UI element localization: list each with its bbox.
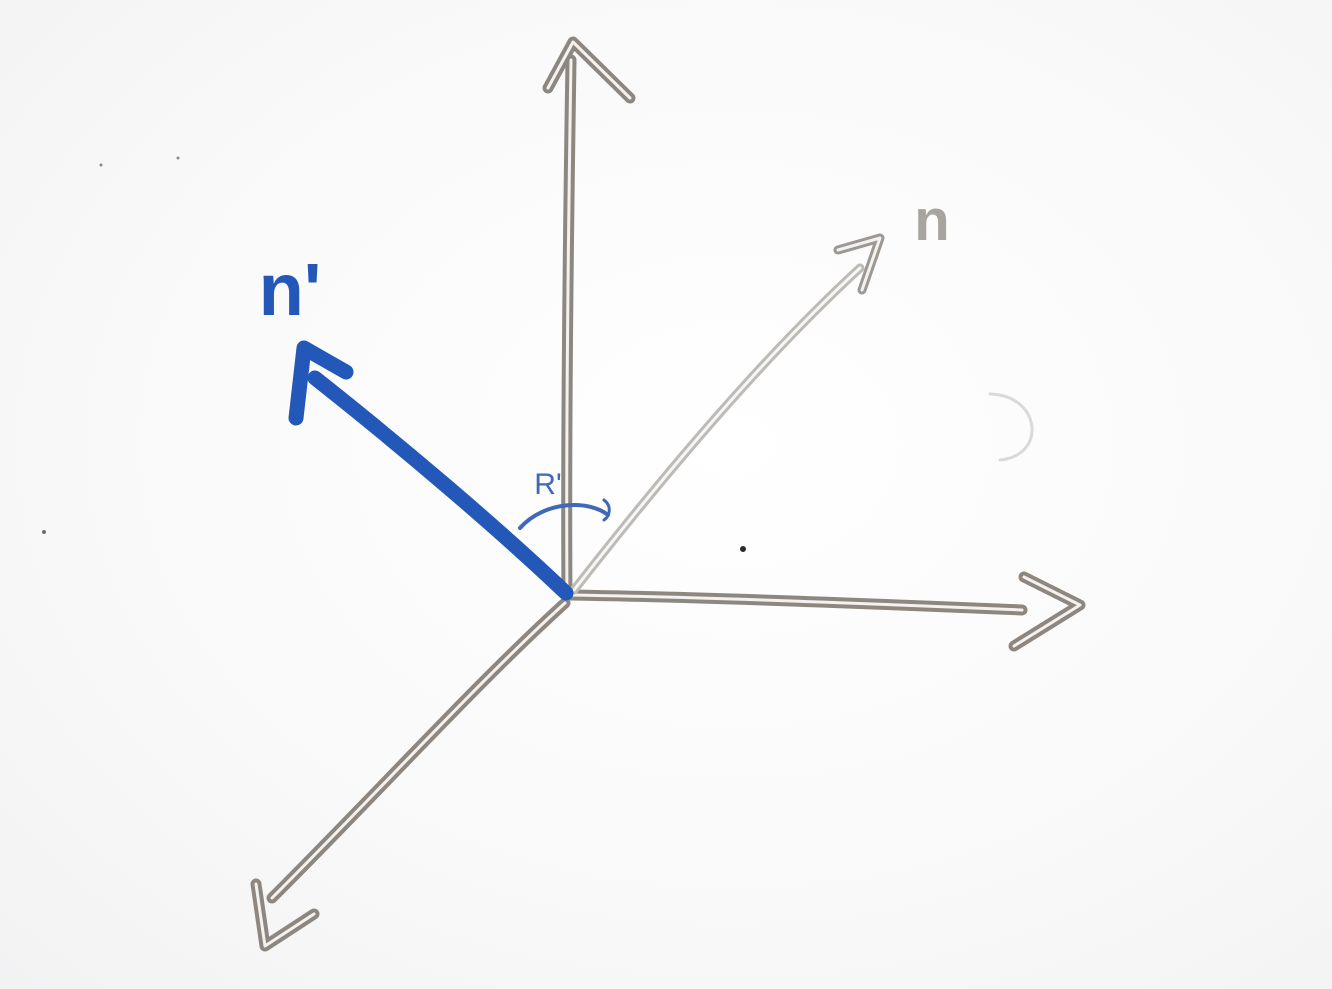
axis-down-left-highlight <box>270 601 567 900</box>
stray-dot-3 <box>99 163 103 167</box>
vector-n-prime-line <box>307 370 574 601</box>
vector-n-prime <box>288 340 574 601</box>
rotation-arc <box>518 503 610 530</box>
axis-up-arrowhead-highlight <box>546 40 632 100</box>
label-n-prime: n' <box>259 248 322 331</box>
vector-n <box>569 233 885 595</box>
stray-dot-2 <box>42 530 46 534</box>
stray-dot-1 <box>740 546 746 552</box>
ghost-arc-mark <box>988 392 1034 462</box>
rotation-arc-tick <box>602 498 611 522</box>
axis-up <box>542 36 636 601</box>
stray-dot-4 <box>176 156 180 160</box>
vector-n-prime-arrowhead <box>288 340 354 426</box>
vector-n-arrowhead-highlight <box>836 236 882 292</box>
axis-right-arrowhead-highlight <box>1012 575 1082 648</box>
axis-up-arrowhead <box>542 36 636 104</box>
axis-right-highlight <box>568 593 1024 612</box>
vector-n-highlight <box>572 266 862 592</box>
axis-down-left-arrowhead-highlight <box>254 882 316 948</box>
axis-up-highlight <box>565 58 573 597</box>
vector-n-line <box>569 263 865 595</box>
axis-down-left <box>250 597 571 952</box>
label-r-prime: R' <box>534 468 561 501</box>
label-n: n <box>914 188 949 253</box>
axis-right <box>564 571 1086 652</box>
